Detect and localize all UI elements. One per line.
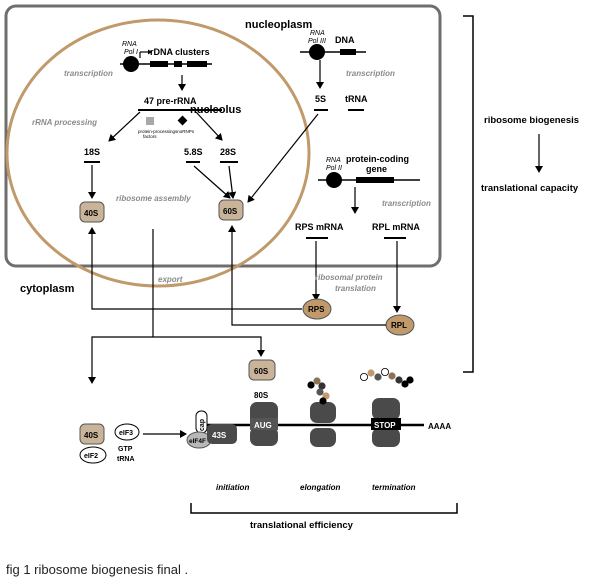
protein-coding-label-2: gene — [366, 164, 387, 174]
43s-complex — [207, 424, 237, 444]
pol1-icon — [123, 56, 139, 72]
initiation-label: initiation — [216, 483, 249, 492]
rpl-mrna-label: RPL mRNA — [372, 222, 420, 232]
60s-cyto-label: 60S — [254, 367, 269, 376]
40s-label: 40S — [84, 209, 99, 218]
peptide-bead — [307, 381, 315, 389]
cytoplasm-label: cytoplasm — [20, 283, 75, 295]
nucleoplasm-label: nucleoplasm — [245, 19, 312, 31]
efficiency-label: translational efficiency — [250, 520, 354, 531]
polya-label: AAAA — [428, 422, 451, 431]
5s-label: 5S — [315, 94, 326, 104]
subunit-40s-cytoplasm — [79, 423, 105, 445]
trna-label: tRNA — [345, 94, 368, 104]
processing-factor-icon — [146, 117, 154, 125]
elongation-label: elongation — [300, 483, 341, 492]
gene-block — [356, 177, 394, 183]
aug-box — [250, 418, 278, 430]
eif4f-label: eIF4F — [189, 438, 206, 445]
subunit-60s-cytoplasm — [248, 359, 276, 381]
ribosome-assembly-label: ribosome assembly — [116, 194, 191, 203]
40s-cyto-label: 40S — [84, 431, 99, 440]
28s-label: 28S — [220, 147, 236, 157]
peptide-bead — [388, 372, 396, 380]
eif2-label: eIF2 — [84, 453, 98, 460]
peptide-bead — [401, 380, 409, 388]
peptide-bead — [395, 376, 403, 384]
termination-label: termination — [372, 483, 416, 492]
rp-translation-label-2: translation — [335, 284, 376, 293]
rdna-label: rDNA clusters — [150, 47, 210, 57]
eif2-factor — [79, 446, 107, 464]
rps-protein — [302, 298, 332, 320]
biogenesis-label: ribosome biogenesis — [484, 115, 579, 126]
peptide-bead — [359, 372, 368, 381]
ppf-label-1: protein-processing — [138, 129, 176, 134]
snornp-icon — [177, 115, 188, 126]
export-label: export — [158, 275, 183, 284]
rdna-block — [174, 61, 182, 67]
figure-caption: fig 1 ribosome biogenesis final . — [6, 562, 189, 577]
ribosome-elongation-large — [310, 402, 336, 423]
peptide-bead — [319, 397, 327, 405]
pol1-label-b: Pol I — [124, 49, 138, 56]
pre-rrna-label: 47 pre-rRNA — [144, 96, 197, 106]
biogenesis-bracket — [463, 15, 474, 373]
80s-label: 80S — [254, 391, 269, 400]
ribosome-termination-small — [372, 428, 400, 447]
aug-label: AUG — [254, 421, 272, 430]
dna-label: DNA — [335, 35, 355, 45]
peptide-bead — [380, 367, 389, 376]
rrna-processing-label: rRNA processing — [32, 118, 97, 127]
pol2-label-b: Pol II — [326, 165, 342, 172]
18s-label: 18S — [84, 147, 100, 157]
nucleolus-boundary — [5, 18, 311, 288]
stop-box — [371, 418, 401, 430]
cap-label: cap — [199, 419, 206, 431]
nucleus-boundary — [4, 4, 442, 268]
43s-label: 43S — [212, 431, 227, 440]
rdna-block — [187, 61, 207, 67]
pol2-icon — [326, 172, 342, 188]
peptide-bead — [313, 377, 321, 385]
transcription-rdna-label: transcription — [64, 69, 113, 78]
rp-translation-label-1: ribosomal protein — [315, 273, 383, 282]
rdna-block — [150, 61, 168, 67]
efficiency-bracket — [190, 503, 458, 514]
capacity-label: translational capacity — [481, 183, 579, 194]
eif3-label: eIF3 — [119, 430, 133, 437]
pol3-icon — [309, 44, 325, 60]
pol3-label-b: Pol III — [308, 38, 326, 45]
5-8s-label: 5.8S — [184, 147, 203, 157]
ppf-label-2: factors — [143, 134, 157, 139]
stop-label: STOP — [374, 421, 396, 430]
60s-label: 60S — [223, 207, 238, 216]
peptide-bead — [374, 373, 382, 381]
ribosome-termination-large — [372, 398, 400, 420]
transcription-pol3-label: transcription — [346, 69, 395, 78]
ribosome-elongation-small — [310, 428, 336, 447]
pol1-label-a: RNA — [122, 41, 137, 48]
protein-coding-label-1: protein-coding — [346, 154, 409, 164]
peptide-bead — [367, 369, 375, 377]
pol3-label-a: RNA — [310, 30, 325, 37]
eif3-factor — [114, 423, 140, 441]
rpl-label: RPL — [391, 321, 407, 330]
dna-block — [340, 49, 356, 55]
trna-init-label: tRNA — [117, 456, 135, 463]
transcription-pol2-label: transcription — [382, 199, 431, 208]
peptide-bead — [318, 382, 326, 390]
pol2-label-a: RNA — [326, 157, 341, 164]
snornp-label: snoRNPs — [175, 129, 195, 134]
peptide-bead — [316, 388, 324, 396]
subunit-60s-nucleolus — [218, 199, 244, 221]
peptide-bead — [406, 376, 414, 384]
gtp-label: GTP — [118, 446, 133, 453]
subunit-40s-nucleolus — [79, 201, 105, 223]
rps-label: RPS — [308, 305, 325, 314]
rps-mrna-label: RPS mRNA — [295, 222, 344, 232]
ribosome-80s-small — [250, 427, 278, 446]
